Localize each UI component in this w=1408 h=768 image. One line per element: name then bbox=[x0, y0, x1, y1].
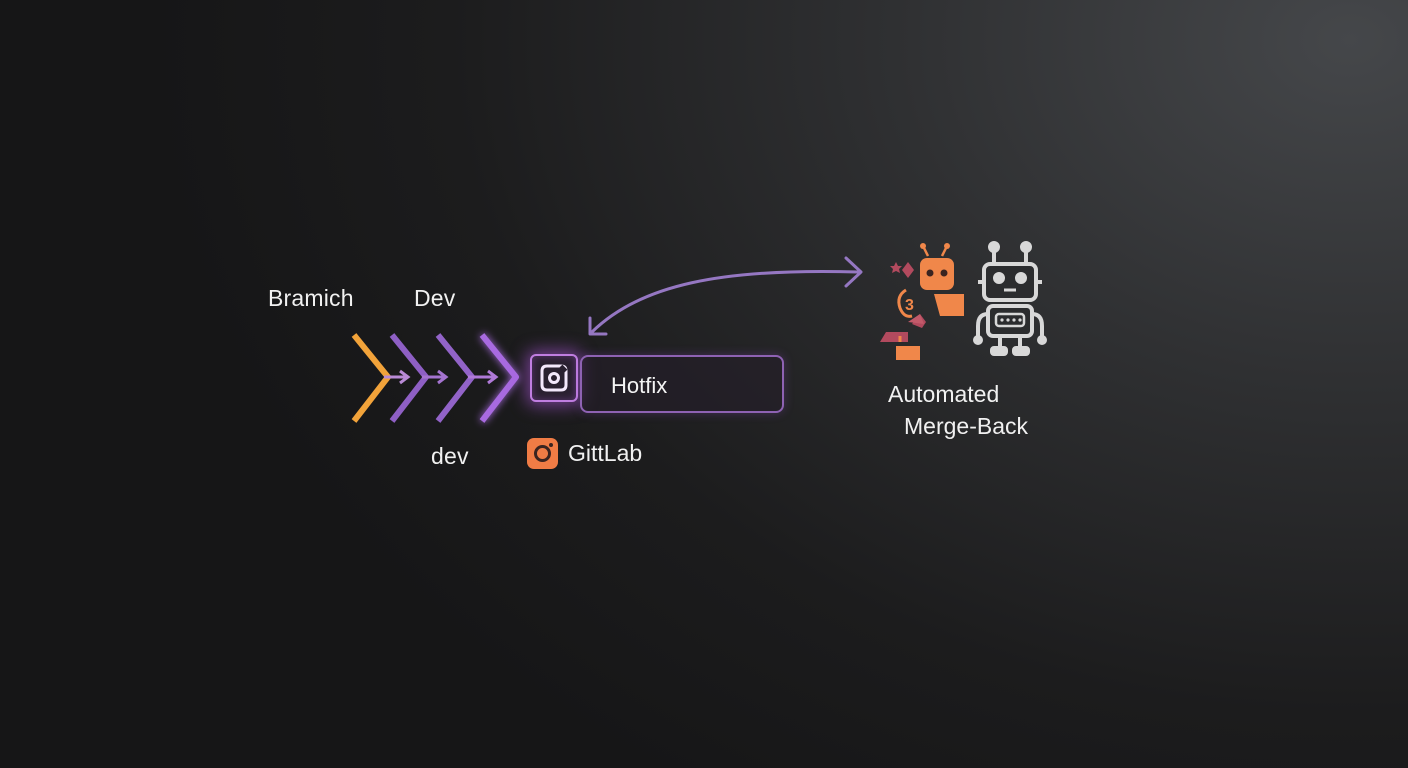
merge-back-line: Merge-Back bbox=[904, 413, 1028, 439]
arrowhead-left-icon bbox=[588, 316, 608, 336]
arrowhead-right-icon bbox=[844, 256, 863, 288]
gitlab-brand: GittLab bbox=[527, 437, 642, 469]
hotfix-label: Hotfix bbox=[611, 373, 668, 398]
dev-label-bottom: dev bbox=[431, 443, 469, 469]
gray-robot-icon bbox=[973, 241, 1047, 356]
automated-line: Automated bbox=[888, 381, 1000, 407]
svg-text:3: 3 bbox=[905, 297, 914, 314]
dev-label-top: Dev bbox=[414, 285, 456, 311]
orange-robot-icon: 3 bbox=[880, 243, 964, 360]
branch-label: Bramich bbox=[268, 285, 354, 311]
hotfix-branch-box[interactable]: Hotfix bbox=[580, 355, 784, 413]
gitlab-label: GittLab bbox=[568, 439, 643, 466]
automated-merge-back-label: Automated Merge-Back bbox=[888, 378, 1028, 442]
robots-illustration: 3 bbox=[880, 241, 1047, 360]
gitlab-icon bbox=[527, 437, 558, 469]
chevron-right-icon bbox=[351, 333, 532, 423]
branch-square-icon[interactable] bbox=[530, 354, 578, 402]
branch-glyph-icon bbox=[540, 364, 568, 392]
